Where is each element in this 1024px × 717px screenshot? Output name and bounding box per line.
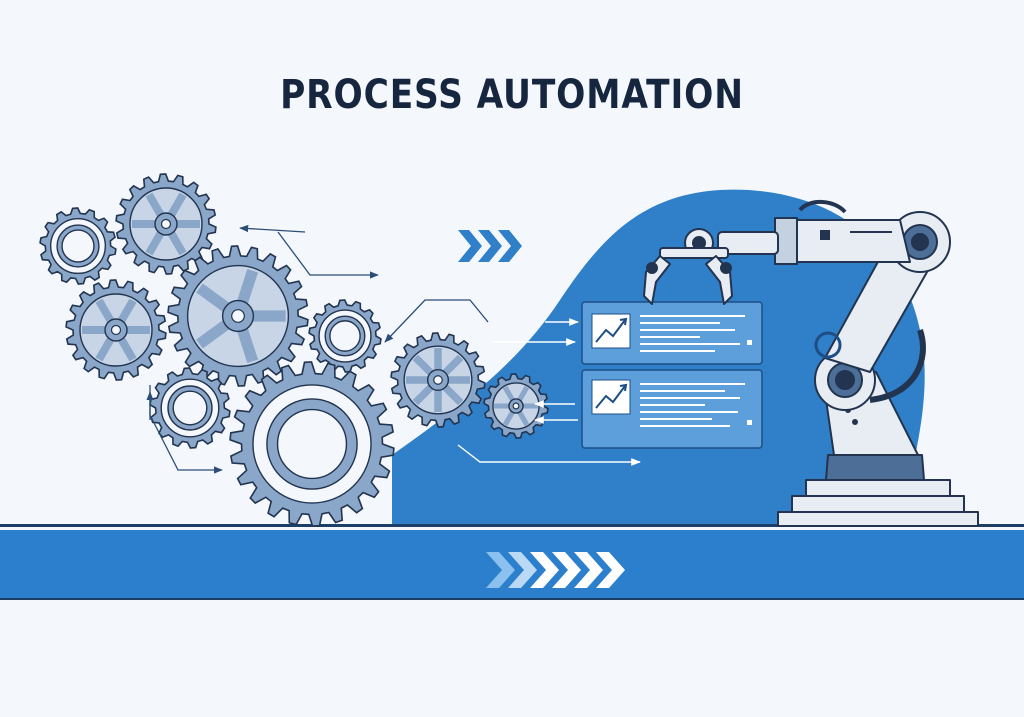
- flow-arrow-icon: [239, 224, 306, 233]
- gear-icon: [39, 207, 117, 285]
- robot-base-step: [791, 495, 965, 513]
- chevron-right-icon: [486, 552, 515, 588]
- chevron-right-icon: [478, 230, 502, 262]
- robot-gripper-head: [659, 247, 729, 259]
- flow-arrow-icon: [277, 231, 379, 279]
- chevron-right-icon: [498, 230, 522, 262]
- chevron-right-icon: [458, 230, 482, 262]
- conveyor-band: [0, 530, 1024, 600]
- conveyor-bottom-edge: [0, 598, 1024, 600]
- chevron-right-icon: [574, 552, 603, 588]
- gear-icon: [483, 373, 549, 439]
- chevrons-band: [486, 552, 625, 588]
- gear-cluster: [39, 173, 549, 527]
- robot-arm-icon: [643, 200, 979, 527]
- flow-arrow-icon: [384, 299, 489, 343]
- gear-icon: [115, 173, 217, 275]
- chevron-right-icon: [530, 552, 559, 588]
- flow-arrows: [146, 224, 489, 474]
- page-title: PROCESS AUTOMATION: [280, 72, 744, 118]
- robot-base-step: [805, 479, 951, 497]
- chevrons-top: [458, 230, 522, 262]
- flow-arrow-icon: [457, 444, 641, 466]
- data-panel: [581, 301, 763, 365]
- chevron-right-icon: [552, 552, 581, 588]
- gear-icon: [229, 361, 395, 527]
- gear-icon: [308, 299, 382, 373]
- chevron-right-icon: [508, 552, 537, 588]
- gear-icon: [149, 367, 231, 449]
- data-panel: [581, 369, 763, 449]
- robot-wrist: [717, 231, 779, 255]
- gear-icon: [167, 245, 309, 387]
- gear-icon: [65, 279, 167, 381]
- gear-icon: [390, 332, 486, 428]
- conveyor-line: [0, 524, 1024, 527]
- panel-arrows: [457, 318, 641, 466]
- chevron-right-icon: [596, 552, 625, 588]
- robot-cable: [869, 329, 926, 403]
- robot-base-bottom: [777, 511, 979, 527]
- robot-base-housing: [825, 454, 925, 481]
